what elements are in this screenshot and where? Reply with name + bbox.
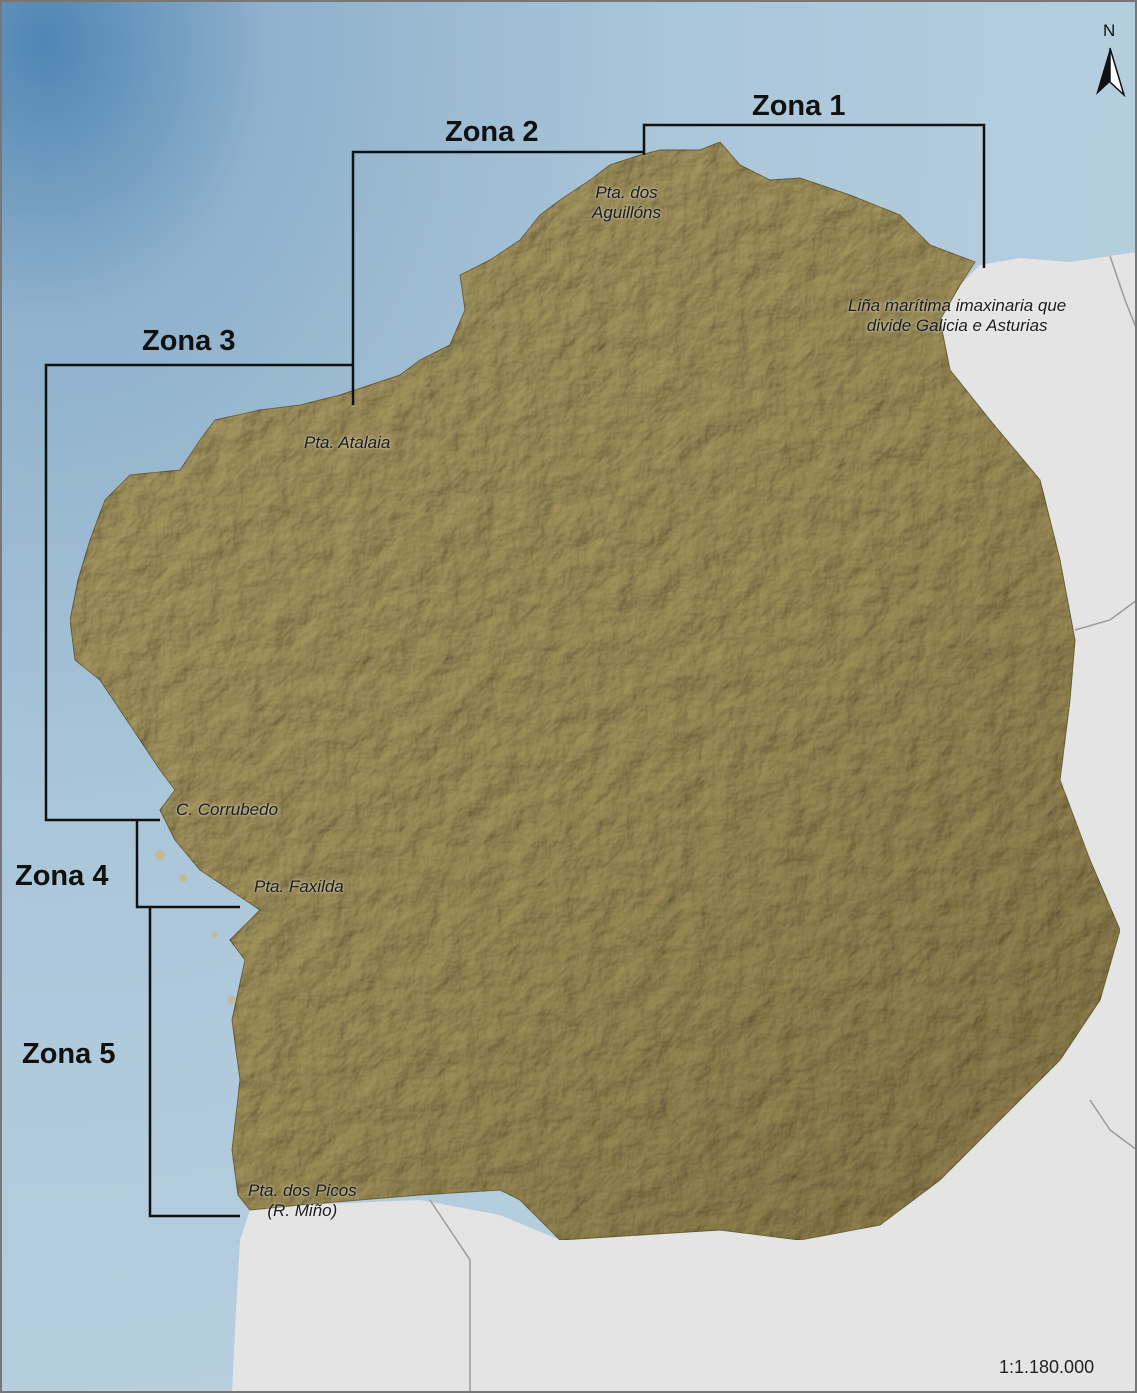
zone-4-boundary bbox=[135, 820, 240, 909]
place-label-aguillons: Pta. dos Aguillóns bbox=[592, 183, 661, 223]
island bbox=[212, 932, 218, 938]
zone-2-boundary bbox=[351, 150, 644, 405]
scale-label: 1:1.180.000 bbox=[999, 1357, 1095, 1377]
zone-5-label: Zona 5 bbox=[22, 1038, 116, 1070]
place-label-asturias-line: Liña marítima imaxinaria que divide Gali… bbox=[848, 296, 1067, 336]
island bbox=[155, 850, 165, 860]
place-label-atalaia: Pta. Atalaia bbox=[304, 433, 391, 452]
island bbox=[179, 874, 187, 882]
zone-3-boundary bbox=[44, 363, 353, 822]
north-arrow-icon bbox=[1096, 47, 1126, 98]
galicia-land bbox=[69, 141, 1121, 1241]
neighbour-land bbox=[232, 252, 1137, 1393]
zone-2-label: Zona 2 bbox=[445, 116, 539, 148]
island bbox=[228, 996, 236, 1004]
place-label-picos: Pta. dos Picos (R. Miño) bbox=[248, 1181, 357, 1221]
border-line bbox=[429, 255, 1137, 1393]
zone-5-boundary bbox=[148, 907, 240, 1218]
zone-4-label: Zona 4 bbox=[15, 860, 109, 892]
north-letter: N bbox=[1103, 21, 1116, 40]
zone-3-label: Zona 3 bbox=[142, 325, 236, 357]
zone-1-boundary bbox=[642, 123, 986, 268]
place-label-corrubedo: C. Corrubedo bbox=[176, 800, 279, 819]
zone-1-label: Zona 1 bbox=[752, 90, 846, 122]
place-label-faxilda: Pta. Faxilda bbox=[254, 877, 344, 896]
